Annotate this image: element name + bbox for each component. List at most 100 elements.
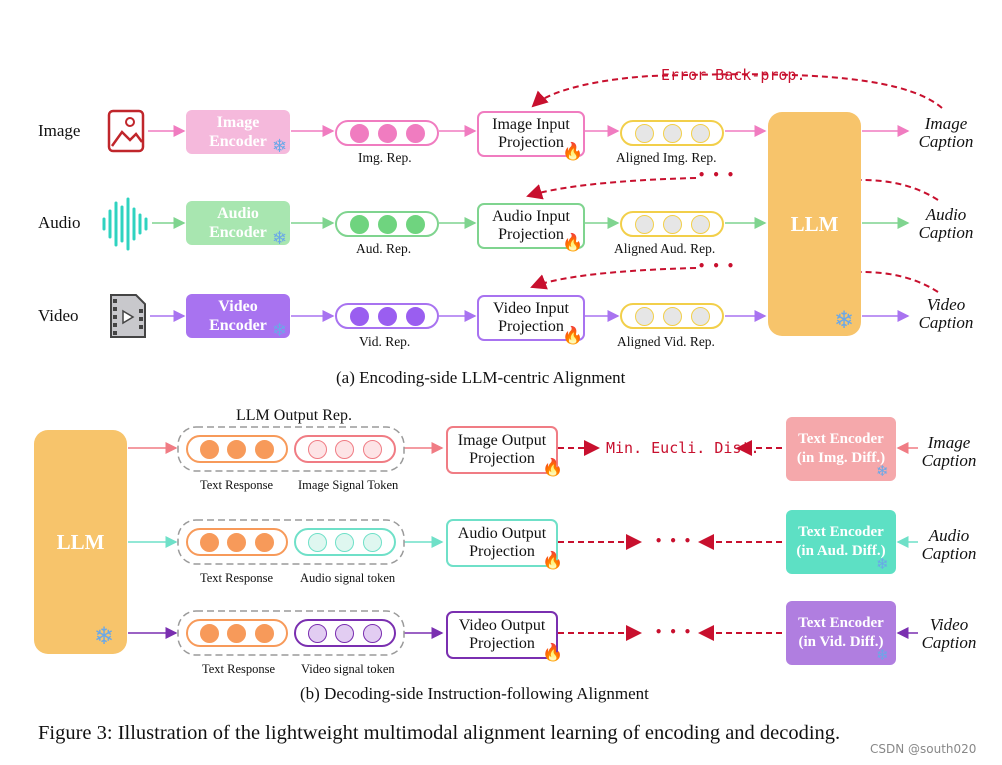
rep-token [349,123,369,143]
image-rep-tokens [335,120,439,146]
aligned-audio-rep-label: Aligned Aud. Rep. [614,241,716,256]
image-signal-tokens [294,435,396,463]
aligned-image-rep-tokens [620,120,724,146]
aligned-token [662,214,682,234]
text-token [254,623,274,643]
aligned-audio-rep-tokens [620,211,724,237]
aligned-token [634,306,654,326]
trainable-flame-icon: 🔥 [542,551,564,570]
audio-output-projection: Audio Output Projection [446,519,558,567]
text-token [227,439,247,459]
audio-caption-output: Audio Caption [918,205,974,242]
text-token [200,439,220,459]
frozen-snowflake-icon: ❄ [272,320,288,340]
section-a-caption: (a) Encoding-side LLM-centric Alignment [336,368,626,387]
frozen-snowflake-icon: ❄ [94,624,115,650]
backprop-curves [526,73,943,293]
trainable-flame-icon: 🔥 [562,233,584,252]
image-input-projection: Image Input Projection [477,111,585,157]
image-caption-input: Image Caption [921,433,977,470]
video-input-projection-label: Video Input Projection [493,300,569,335]
min-euclidean-distance-label: Min. Eucli. Dist. [606,439,760,457]
modality-label-audio: Audio [38,213,81,232]
image-caption-output: Image Caption [918,114,974,151]
aligned-token [634,214,654,234]
rep-token [349,306,369,326]
audio-caption-input: Audio Caption [921,526,977,563]
audio-waveform-icon [102,197,148,251]
modality-label-video: Video [38,306,79,325]
aligned-token [634,123,654,143]
text-response-tokens [186,528,288,556]
section-b-caption: (b) Decoding-side Instruction-following … [300,684,649,703]
text-encoder-label: Text Encoder (in Img. Diff.) [796,431,886,466]
output-rep-title: LLM Output Rep. [236,407,352,424]
signal-token [362,623,382,643]
signal-token [335,532,355,552]
llm-block-decoding: LLM [34,430,127,654]
video-rep-label: Vid. Rep. [359,334,411,349]
frozen-snowflake-icon: ❄ [834,308,855,334]
backprop-label: Error Back-prop. [661,66,806,84]
video-output-projection: Video Output Projection [446,611,558,659]
figure-caption: Figure 3: Illustration of the lightweigh… [38,722,841,744]
trainable-flame-icon: 🔥 [542,643,564,662]
aligned-video-rep-tokens [620,303,724,329]
audio-encoder-box: Audio Encoder [186,201,290,245]
trainable-flame-icon: 🔥 [542,458,564,477]
text-response-tokens [186,619,288,647]
rep-token [405,306,425,326]
frozen-snowflake-icon: ❄ [876,464,889,480]
distance-ellipsis: • • • [655,625,692,639]
image-rep-label: Img. Rep. [358,150,412,165]
aligned-token [662,306,682,326]
video-signal-token-label: Video signal token [301,662,395,676]
signal-token [335,623,355,643]
signal-token [308,623,328,643]
audio-rep-tokens [335,211,439,237]
text-token [227,623,247,643]
text-response-tokens [186,435,288,463]
rep-token [377,306,397,326]
image-output-projection-label: Image Output Projection [457,432,547,467]
text-token [254,439,274,459]
llm-block-encoding: LLM [768,112,861,336]
audio-input-projection: Audio Input Projection [477,203,585,249]
distance-dashed-arrows [558,440,782,641]
rep-token [377,123,397,143]
modality-label-image: Image [38,121,81,140]
llm-label: LLM [790,211,839,236]
video-caption-output: Video Caption [918,295,974,332]
image-icon [107,109,145,153]
text-encoder-image-diffusion: Text Encoder (in Img. Diff.) [786,417,896,481]
distance-ellipsis: • • • [655,534,692,548]
aligned-token [662,123,682,143]
rep-token [405,214,425,234]
rep-token [405,123,425,143]
rep-token [377,214,397,234]
signal-token [362,532,382,552]
text-encoder-video-diffusion: Text Encoder (in Vid. Diff.) [786,601,896,665]
audio-rep-label: Aud. Rep. [356,241,412,256]
image-encoder-box: Image Encoder [186,110,290,154]
video-file-icon [110,294,146,338]
output-rep-outlines [177,426,405,656]
frozen-snowflake-icon: ❄ [272,136,288,156]
signal-token [362,439,382,459]
video-output-projection-label: Video Output Projection [458,617,546,652]
text-encoder-label: Text Encoder (in Aud. Diff.) [796,524,886,559]
text-token [200,623,220,643]
rep-token [349,214,369,234]
text-encoder-audio-diffusion: Text Encoder (in Aud. Diff.) [786,510,896,574]
text-response-label: Text Response [202,662,276,676]
video-signal-tokens [294,619,396,647]
image-input-projection-label: Image Input Projection [492,116,570,151]
image-output-projection: Image Output Projection [446,426,558,474]
video-encoder-label: Video Encoder [209,298,267,334]
aligned-video-rep-label: Aligned Vid. Rep. [617,334,715,349]
audio-signal-tokens [294,528,396,556]
text-token [200,532,220,552]
trainable-flame-icon: 🔥 [562,326,584,345]
signal-token [308,532,328,552]
